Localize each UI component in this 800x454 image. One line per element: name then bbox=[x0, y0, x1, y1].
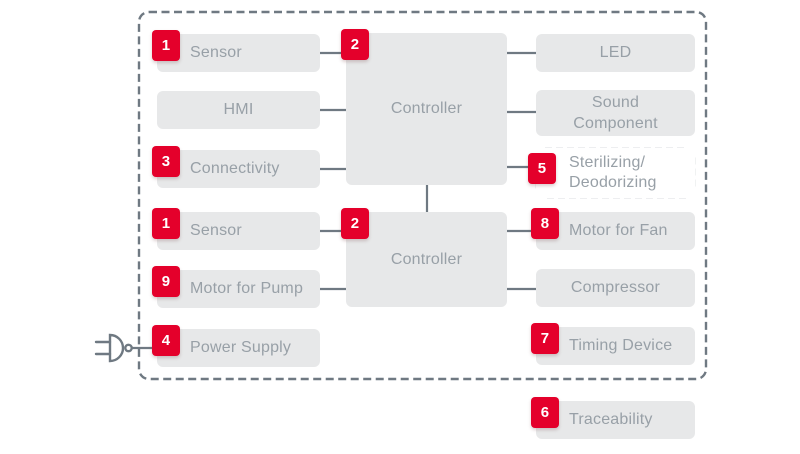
badge-3: 3 bbox=[152, 146, 180, 177]
node-label: Compressor bbox=[570, 279, 661, 296]
node-led: LED bbox=[536, 34, 695, 72]
node-sensor-top: 1 Sensor bbox=[152, 30, 320, 72]
badge-7: 7 bbox=[531, 323, 559, 354]
node-label: Sensor bbox=[190, 44, 242, 61]
node-controller-bottom: 2 Controller bbox=[341, 208, 507, 307]
node-motor-for-pump: 9 Motor for Pump bbox=[152, 266, 320, 308]
node-controller-top: 2 Controller bbox=[341, 29, 507, 185]
node-power-supply: 4 Power Supply bbox=[152, 325, 320, 367]
badge-5: 5 bbox=[528, 153, 556, 184]
node-sensor-bottom: 1 Sensor bbox=[152, 208, 320, 250]
node-connectivity: 3 Connectivity bbox=[152, 146, 320, 188]
node-label: Controller bbox=[390, 100, 463, 117]
node-label: Motor for Pump bbox=[190, 280, 304, 297]
badge-1: 1 bbox=[152, 208, 180, 239]
node-label: Motor for Fan bbox=[569, 222, 668, 239]
node-label: Power Supply bbox=[190, 339, 292, 356]
node-compressor: Compressor bbox=[536, 269, 695, 307]
node-label: Sterilizing/ Deodorizing bbox=[569, 154, 657, 191]
node-sound-component: Sound Component bbox=[536, 90, 695, 136]
badge-2: 2 bbox=[341, 29, 369, 60]
badge-4: 4 bbox=[152, 325, 180, 356]
badge-2: 2 bbox=[341, 208, 369, 239]
badge-9: 9 bbox=[152, 266, 180, 297]
node-sterilizing-deodorizing: 5 Sterilizing/ Deodorizing bbox=[528, 148, 695, 198]
badge-1: 1 bbox=[152, 30, 180, 61]
node-label: HMI bbox=[223, 101, 254, 118]
node-label: Timing Device bbox=[569, 337, 673, 354]
power-plug-icon bbox=[94, 333, 133, 363]
node-label: LED bbox=[599, 44, 632, 61]
badge-6: 6 bbox=[531, 397, 559, 428]
node-hmi: HMI bbox=[157, 91, 320, 129]
node-label: Controller bbox=[390, 250, 463, 268]
node-label: Traceability bbox=[569, 411, 653, 428]
node-traceability: 6 Traceability bbox=[531, 397, 695, 439]
node-label: Sensor bbox=[190, 222, 242, 239]
node-motor-for-fan: 8 Motor for Fan bbox=[531, 208, 695, 250]
node-label: Connectivity bbox=[190, 160, 280, 177]
badge-8: 8 bbox=[531, 208, 559, 239]
node-label: Sound Component bbox=[573, 94, 658, 132]
node-timing-device: 7 Timing Device bbox=[531, 323, 695, 365]
